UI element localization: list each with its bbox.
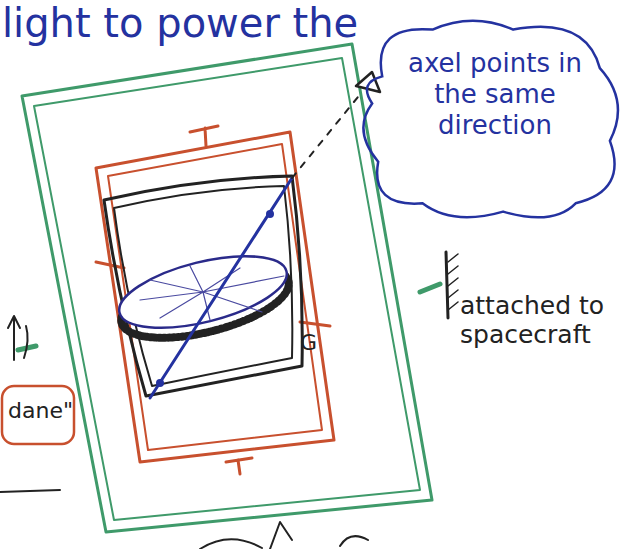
box-shape	[2, 386, 74, 444]
outer-gimbal-inner-edge	[34, 58, 420, 520]
cloud-callout: axel points in the same direction	[352, 14, 624, 222]
middle-gimbal	[96, 132, 334, 462]
note-box: dane"	[0, 384, 76, 446]
left-pivot	[96, 262, 124, 268]
axle-extension	[292, 92, 362, 178]
right-pivot	[300, 322, 330, 326]
disk-spokes	[140, 266, 284, 320]
mount-note: attached to spacecraft	[460, 292, 620, 350]
cut-off-sketch	[200, 522, 368, 549]
gyro-label: G	[300, 330, 330, 355]
outer-gimbal	[22, 44, 432, 532]
axle-end	[156, 379, 164, 387]
bottom-pivot	[226, 458, 252, 474]
spinning-disk	[112, 242, 293, 342]
mount-shaft	[420, 284, 440, 292]
cloud-shape	[363, 21, 618, 218]
wall-hatching	[448, 254, 458, 310]
note-text: light to power the	[2, 0, 382, 46]
top-pivot	[190, 126, 218, 146]
node-text: axel points in the same direction	[396, 48, 594, 142]
middle-gimbal-inner-edge	[108, 144, 322, 450]
axle-end	[266, 210, 274, 218]
node-text: dane"	[8, 398, 70, 424]
axle	[150, 178, 292, 398]
cut-off-line	[0, 490, 60, 492]
rotation-arrow	[8, 316, 28, 360]
